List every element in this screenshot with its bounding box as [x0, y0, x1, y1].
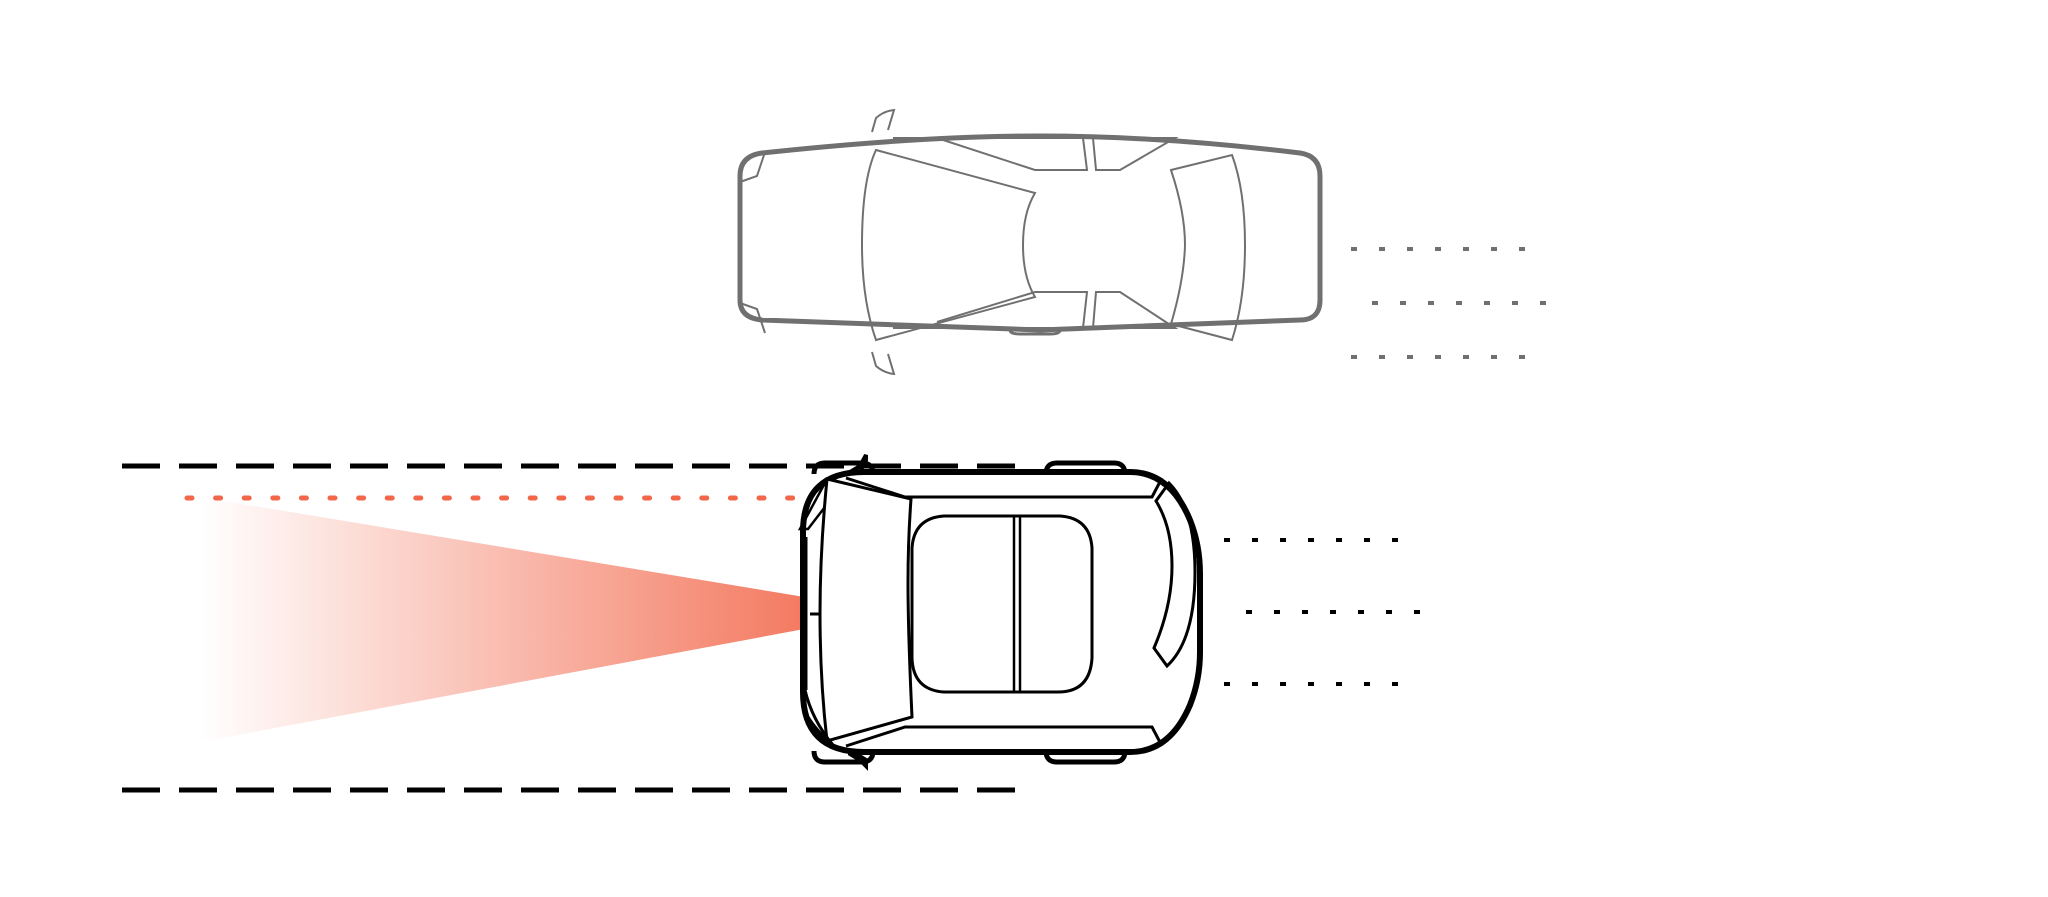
- sensor-beam-icon: [200, 497, 895, 742]
- other-car-top-view-icon: [737, 108, 1323, 376]
- ego-car-top-view-icon: [797, 454, 1203, 771]
- motion-lines-icon: [1351, 247, 1560, 359]
- motion-lines-icon: [1224, 538, 1425, 686]
